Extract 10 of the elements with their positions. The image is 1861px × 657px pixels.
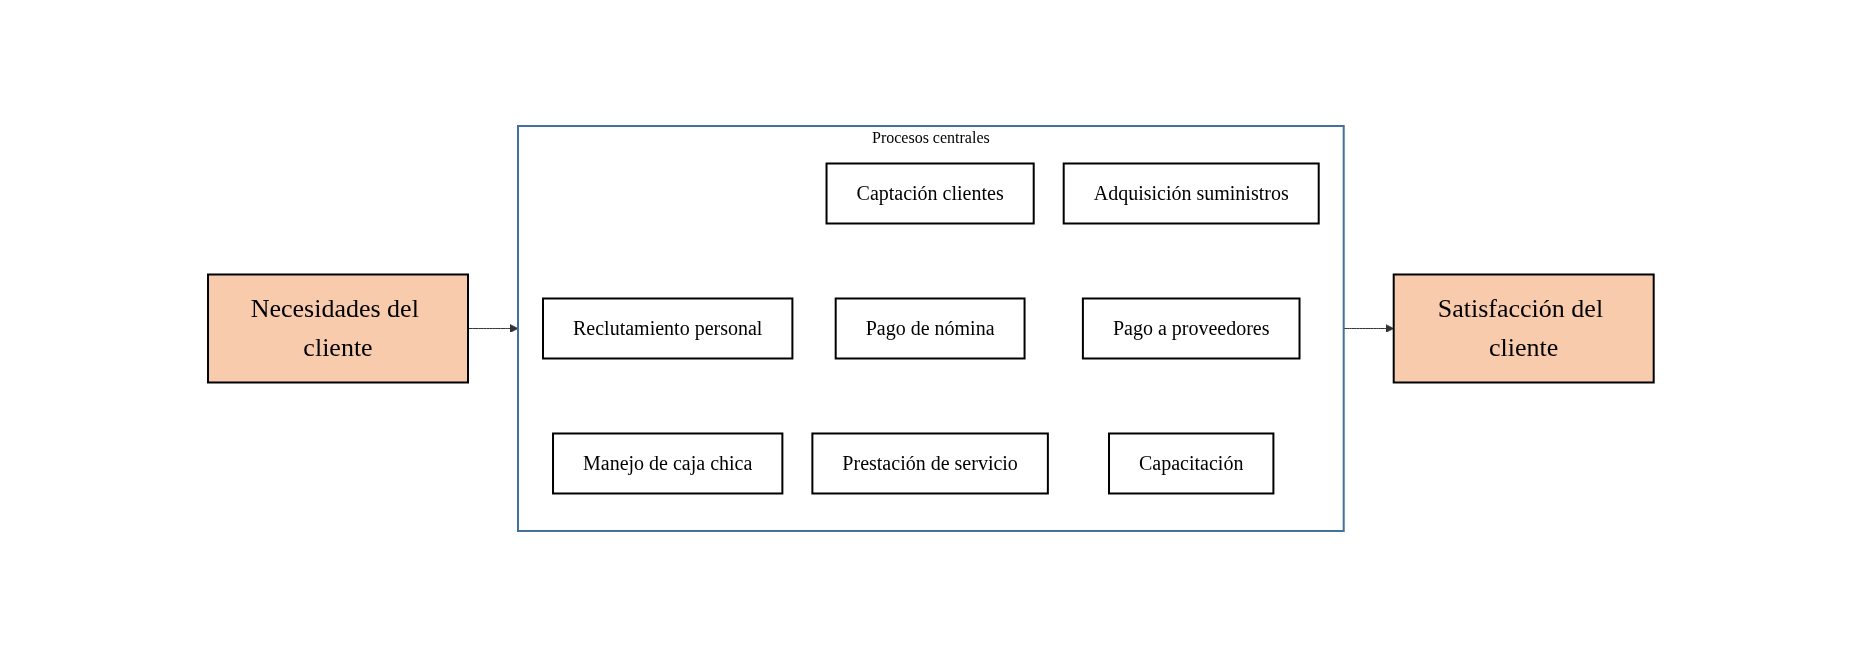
node-box: Captación clientes <box>825 162 1035 225</box>
node-box: Capacitación <box>1107 432 1275 495</box>
node-box: Prestación de servicio <box>811 432 1049 495</box>
node-box: Manejo de caja chica <box>551 432 783 495</box>
node-box: Pago a proveedores <box>1081 297 1301 360</box>
node-box: Pago de nómina <box>834 297 1026 360</box>
node-box: Satisfacción del cliente <box>1392 273 1655 384</box>
node-box: Reclutamiento personal <box>541 297 794 360</box>
node-box: Adquisición suministros <box>1062 162 1320 225</box>
node-box: Necesidades del cliente <box>206 273 469 384</box>
